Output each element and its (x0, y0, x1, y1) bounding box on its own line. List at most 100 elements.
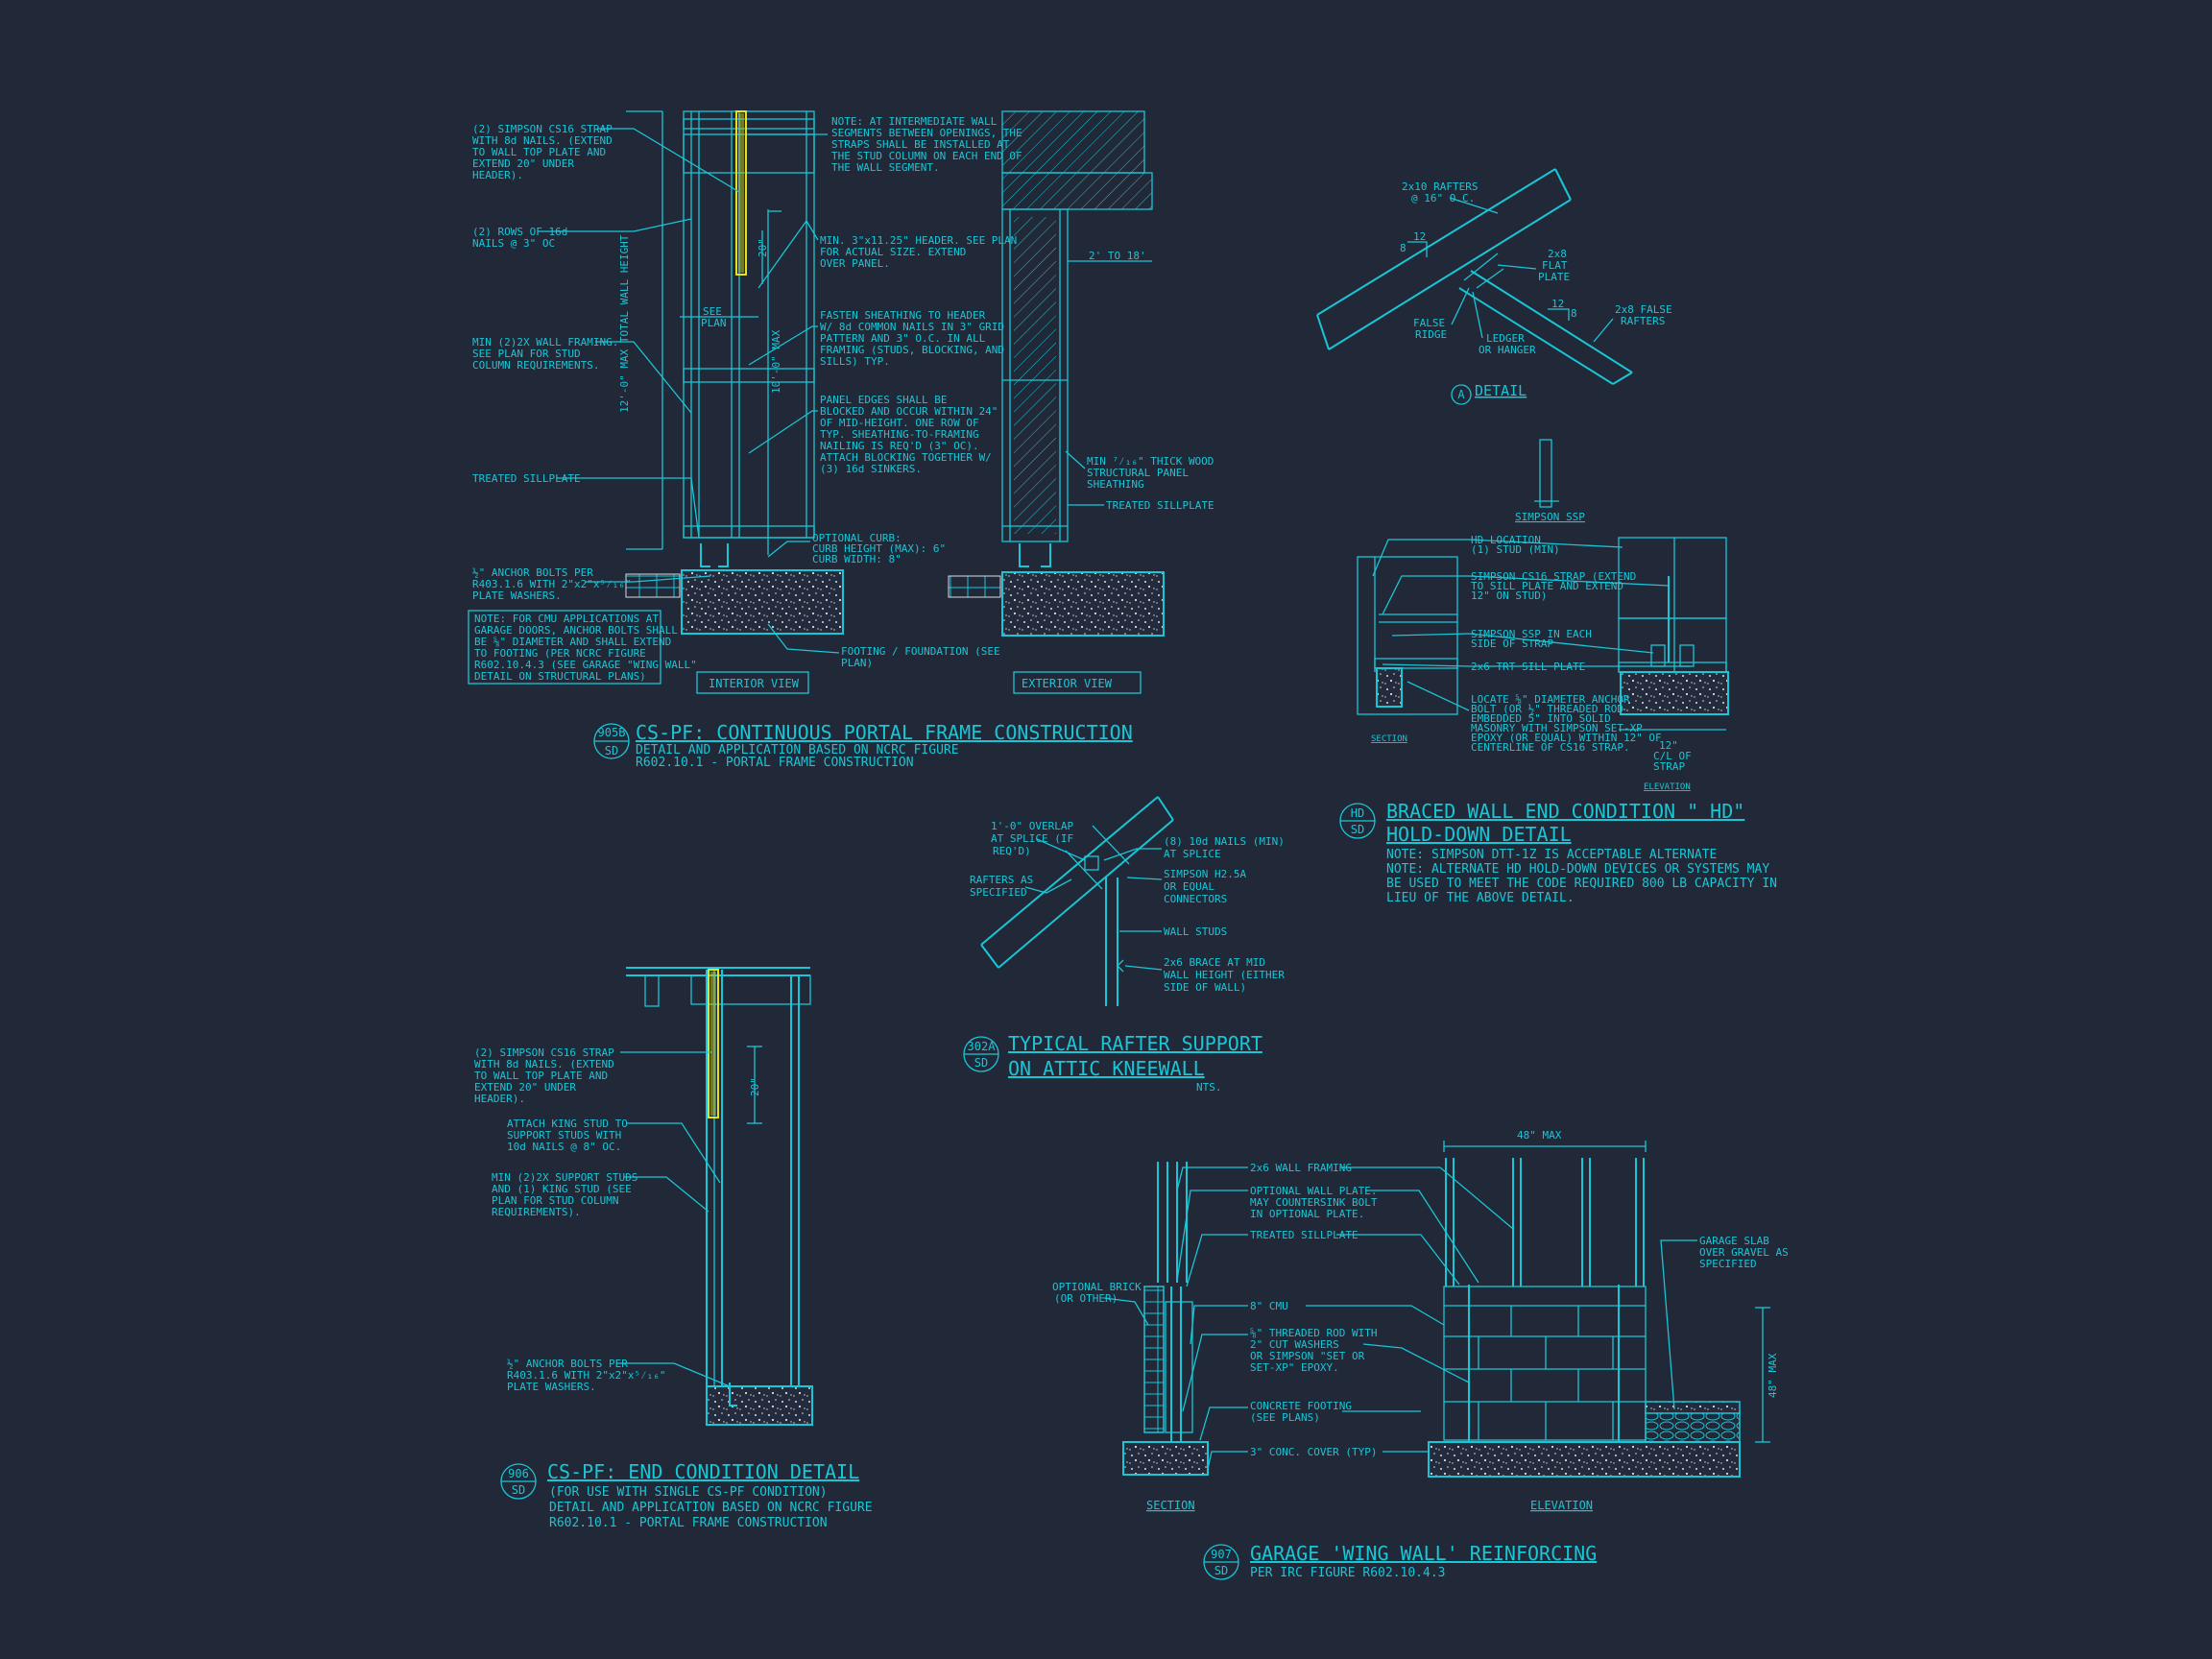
svg-text:2x8 FALSE: 2x8 FALSE (1615, 303, 1672, 316)
svg-text:(2) SIMPSON CS16 STRAP: (2) SIMPSON CS16 STRAP (474, 1046, 614, 1059)
svg-text:COLUMN REQUIREMENTS.: COLUMN REQUIREMENTS. (472, 359, 599, 372)
svg-text:EXTEND 20" UNDER: EXTEND 20" UNDER (472, 157, 574, 170)
svg-text:FASTEN SHEATHING TO HEADER: FASTEN SHEATHING TO HEADER (820, 309, 986, 322)
svg-text:AND (1) KING STUD (SEE: AND (1) KING STUD (SEE (492, 1183, 632, 1195)
svg-text:HEADER).: HEADER). (472, 169, 523, 181)
svg-text:HD LOCATION: HD LOCATION (1471, 534, 1541, 546)
svg-text:STRAPS SHALL BE INSTALLED AT: STRAPS SHALL BE INSTALLED AT (831, 138, 1010, 151)
svg-text:SD: SD (1214, 1564, 1228, 1577)
svg-text:OR EQUAL: OR EQUAL (1164, 880, 1214, 893)
notes-907: 2x6 WALL FRAMING OPTIONAL WALL PLATE. MA… (1176, 1162, 1514, 1470)
svg-text:OR HANGER: OR HANGER (1479, 344, 1536, 356)
svg-text:EMBEDDED 5" INTO SOLID: EMBEDDED 5" INTO SOLID (1471, 712, 1611, 725)
svg-text:302A: 302A (968, 1040, 997, 1053)
title-block-907: 907 SD GARAGE 'WING WALL' REINFORCING PE… (1203, 1542, 1597, 1580)
svg-text:CONNECTORS: CONNECTORS (1164, 893, 1227, 905)
svg-text:SUPPORT STUDS WITH: SUPPORT STUDS WITH (507, 1129, 621, 1142)
svg-text:TREATED SILLPLATE: TREATED SILLPLATE (472, 472, 581, 485)
svg-text:NOTE: ALTERNATE HD HOLD-DOWN D: NOTE: ALTERNATE HD HOLD-DOWN DEVICES OR … (1386, 862, 1769, 877)
svg-text:GARAGE DOORS, ANCHOR BOLTS SHA: GARAGE DOORS, ANCHOR BOLTS SHALL (474, 624, 678, 637)
svg-text:HD: HD (1351, 806, 1364, 820)
notes-left-905b: (2) SIMPSON CS16 STRAP WITH 8d NAILS. (E… (472, 123, 740, 602)
svg-text:STRAP: STRAP (1653, 760, 1685, 773)
svg-text:(SEE PLANS): (SEE PLANS) (1250, 1411, 1320, 1424)
svg-text:12: 12 (1413, 230, 1426, 243)
svg-text:PLAN: PLAN (701, 317, 727, 329)
svg-text:SEGMENTS BETWEEN OPENINGS, THE: SEGMENTS BETWEEN OPENINGS, THE (831, 127, 1022, 139)
rafter-kneewall-drawing (980, 796, 1174, 1006)
svg-text:SHEATHING: SHEATHING (1087, 478, 1144, 491)
svg-text:RAFTERS: RAFTERS (1621, 315, 1665, 327)
svg-text:(2) SIMPSON CS16 STRAP: (2) SIMPSON CS16 STRAP (472, 123, 613, 135)
svg-text:(1) STUD (MIN): (1) STUD (MIN) (1471, 543, 1560, 556)
svg-text:(8) 10d NAILS (MIN): (8) 10d NAILS (MIN) (1164, 835, 1285, 848)
dims-905b: 12'-0" MAX TOTAL WALL HEIGHT 10'-0" MAX … (618, 234, 1152, 413)
svg-text:SECTION: SECTION (1146, 1499, 1195, 1512)
svg-text:PLAN): PLAN) (841, 657, 873, 669)
svg-text:DETAIL AND APPLICATION BASED O: DETAIL AND APPLICATION BASED ON NCRC FIG… (549, 1501, 873, 1515)
svg-text:WITH 8d NAILS. (EXTEND: WITH 8d NAILS. (EXTEND (472, 134, 613, 147)
detail-905b: (2) SIMPSON CS16 STRAP WITH 8d NAILS. (E… (468, 110, 1214, 770)
svg-text:FRAMING (STUDS, BLOCKING, AND: FRAMING (STUDS, BLOCKING, AND (820, 344, 1004, 356)
exterior-view-drawing (948, 110, 1165, 637)
svg-text:OR SIMPSON "SET OR: OR SIMPSON "SET OR (1250, 1350, 1365, 1362)
svg-text:FOR ACTUAL SIZE. EXTEND: FOR ACTUAL SIZE. EXTEND (820, 246, 966, 258)
svg-text:⅝" THREADED ROD WITH: ⅝" THREADED ROD WITH (1250, 1327, 1377, 1339)
svg-text:BE ⅝" DIAMETER AND SHALL EXTEN: BE ⅝" DIAMETER AND SHALL EXTEND (474, 636, 671, 648)
title-905b: CS-PF: CONTINUOUS PORTAL FRAME CONSTRUCT… (636, 721, 1133, 744)
svg-text:IN OPTIONAL PLATE.: IN OPTIONAL PLATE. (1250, 1208, 1364, 1220)
notes-906: (2) SIMPSON CS16 STRAP WITH 8d NAILS. (E… (474, 1046, 731, 1393)
title-302a-2: ON ATTIC KNEEWALL (1008, 1057, 1205, 1080)
svg-text:NTS.: NTS. (1196, 1081, 1222, 1094)
svg-text:R403.1.6 WITH 2"x2"x⁵⁄₁₆": R403.1.6 WITH 2"x2"x⁵⁄₁₆" (472, 578, 632, 590)
svg-text:SD: SD (512, 1483, 525, 1497)
svg-text:10d NAILS @ 8" OC.: 10d NAILS @ 8" OC. (507, 1141, 621, 1153)
svg-text:CURB WIDTH: 8": CURB WIDTH: 8" (812, 553, 902, 565)
hd-section-drawing (1357, 556, 1458, 715)
svg-text:12: 12 (1551, 298, 1564, 310)
title-block-905b: 905B SD CS-PF: CONTINUOUS PORTAL FRAME C… (593, 721, 1133, 770)
svg-text:TO WALL TOP PLATE AND: TO WALL TOP PLATE AND (472, 146, 606, 158)
hd-elevation-drawing (1618, 537, 1729, 731)
svg-text:12": 12" (1659, 739, 1678, 752)
svg-text:NOTE: SIMPSON DTT-1Z IS ACCEPT: NOTE: SIMPSON DTT-1Z IS ACCEPTABLE ALTER… (1386, 848, 1717, 862)
svg-text:TREATED SILLPLATE: TREATED SILLPLATE (1250, 1229, 1358, 1241)
svg-text:HEADER).: HEADER). (474, 1093, 525, 1105)
interior-view-label: INTERIOR VIEW (709, 677, 800, 690)
svg-text:THE WALL SEGMENT.: THE WALL SEGMENT. (831, 161, 940, 174)
svg-text:2x6 BRACE AT MID: 2x6 BRACE AT MID (1164, 956, 1265, 969)
svg-text:SEE: SEE (703, 305, 722, 318)
svg-text:ELEVATION: ELEVATION (1644, 782, 1691, 792)
wing-wall-section-drawing (1122, 1162, 1209, 1476)
svg-text:ATTACH KING STUD TO: ATTACH KING STUD TO (507, 1118, 628, 1130)
svg-text:NOTE: AT INTERMEDIATE WALL: NOTE: AT INTERMEDIATE WALL (831, 115, 998, 128)
title-detail-a: DETAIL (1475, 382, 1527, 399)
svg-text:EPOXY (OR EQUAL) WITHIN 12" OF: EPOXY (OR EQUAL) WITHIN 12" OF (1471, 732, 1662, 744)
svg-text:PLAN FOR STUD COLUMN: PLAN FOR STUD COLUMN (492, 1194, 618, 1207)
svg-text:RIDGE: RIDGE (1415, 328, 1447, 341)
svg-text:2x10 RAFTERS: 2x10 RAFTERS (1402, 180, 1478, 193)
svg-text:OVER PANEL.: OVER PANEL. (820, 257, 890, 270)
svg-text:SEE PLAN FOR STUD: SEE PLAN FOR STUD (472, 348, 581, 360)
svg-text:W/ 8d COMMON NAILS IN 3" GRID: W/ 8d COMMON NAILS IN 3" GRID (820, 321, 1004, 333)
svg-text:MIN (2)2X WALL FRAMING.: MIN (2)2X WALL FRAMING. (472, 336, 618, 349)
svg-text:SIDE OF WALL): SIDE OF WALL) (1164, 981, 1246, 994)
detail-302a: 1'-0" OVERLAP AT SPLICE (IF REQ'D) RAFTE… (963, 796, 1285, 1094)
svg-text:SPECIFIED: SPECIFIED (970, 886, 1027, 899)
svg-text:WALL STUDS: WALL STUDS (1164, 926, 1227, 938)
detail-906: 20" (2) SIMPSON CS16 STRAP WITH 8d NAILS… (474, 967, 873, 1530)
svg-text:R602.10.1 - PORTAL FRAME CONST: R602.10.1 - PORTAL FRAME CONSTRUCTION (549, 1516, 828, 1530)
svg-text:MIN. 3"x11.25" HEADER. SEE PLA: MIN. 3"x11.25" HEADER. SEE PLAN (820, 234, 1017, 247)
title-block-302a: 302A SD TYPICAL RAFTER SUPPORT ON ATTIC … (963, 1032, 1262, 1094)
end-condition-drawing (626, 967, 813, 1426)
svg-text:AT SPLICE: AT SPLICE (1164, 848, 1221, 860)
svg-text:LIEU OF THE ABOVE DETAIL.: LIEU OF THE ABOVE DETAIL. (1386, 891, 1575, 905)
svg-text:BOLT (OR ½" THREADED ROD: BOLT (OR ½" THREADED ROD (1471, 703, 1623, 715)
svg-text:NAILING IS REQ'D (3" OC).: NAILING IS REQ'D (3" OC). (820, 440, 979, 452)
detail-hd: SIMPSON SSP HD LOCATION (1) STUD (MIN) S… (1339, 439, 1777, 905)
svg-text:OVER GRAVEL AS: OVER GRAVEL AS (1699, 1246, 1789, 1259)
svg-text:(2) ROWS OF 16d: (2) ROWS OF 16d (472, 226, 567, 238)
svg-text:REQ'D): REQ'D) (993, 845, 1031, 857)
svg-text:SECTION: SECTION (1371, 734, 1407, 744)
svg-text:8: 8 (1571, 307, 1577, 320)
